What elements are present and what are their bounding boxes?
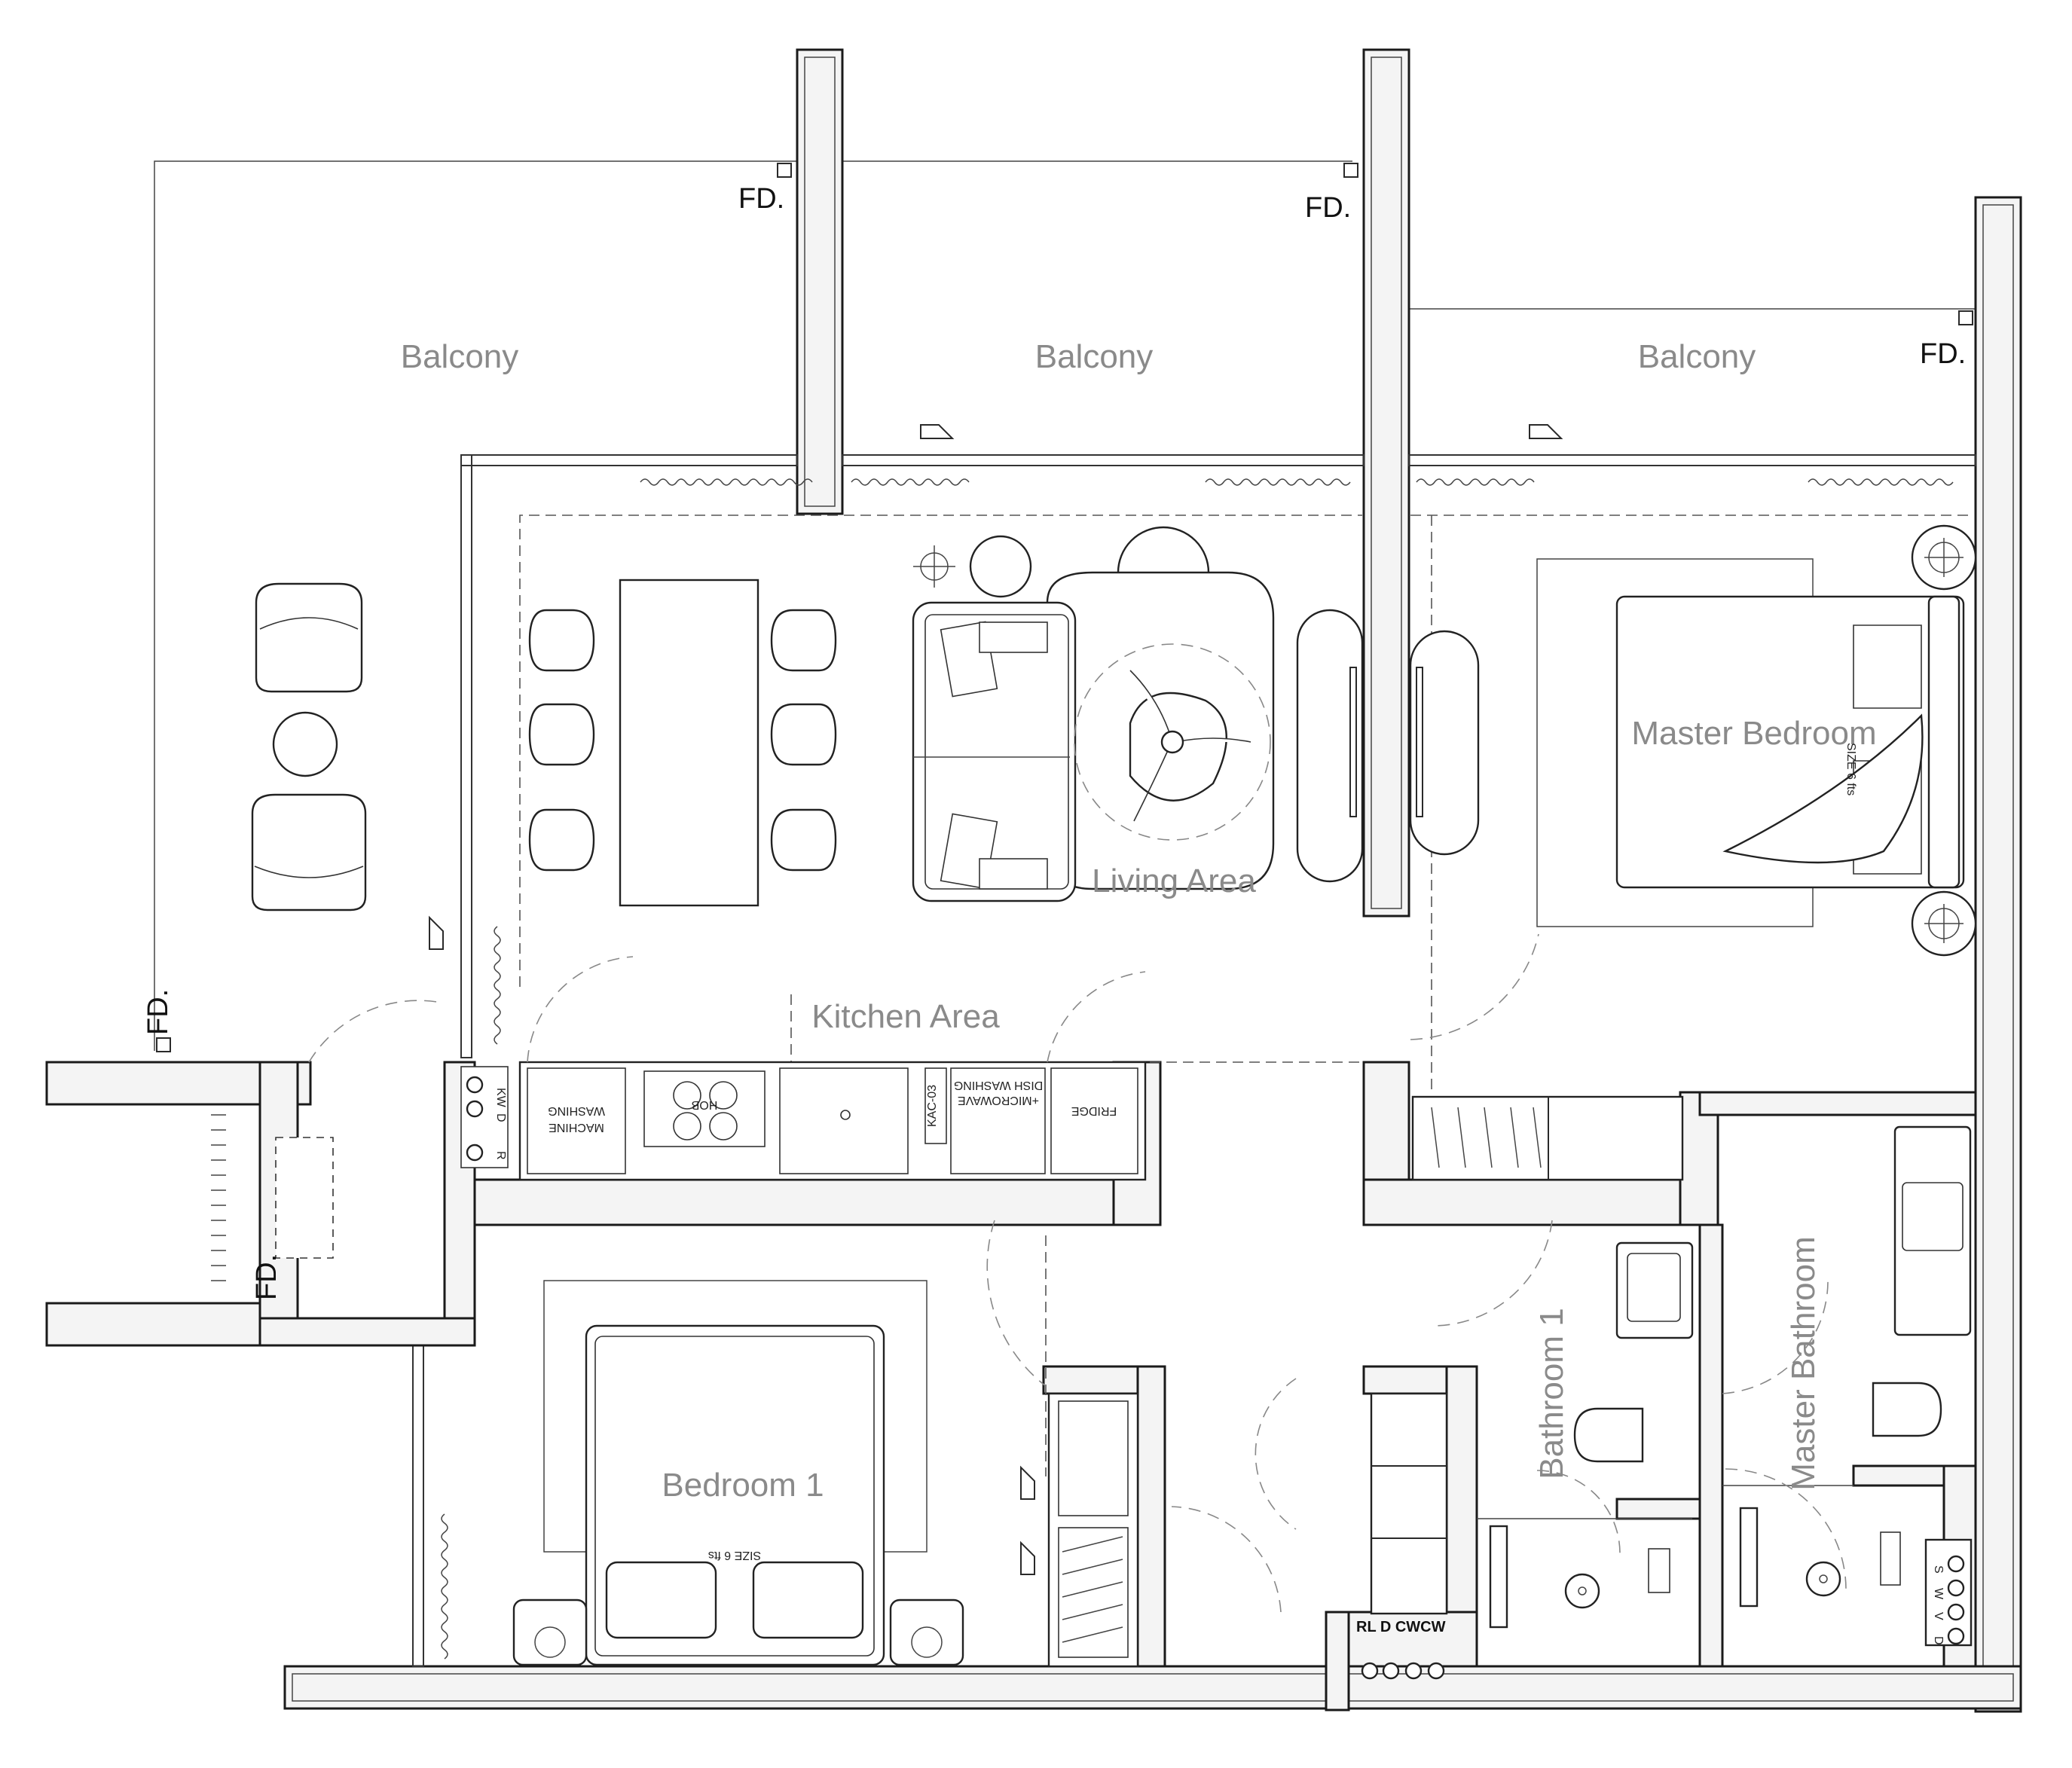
room-label-bathroom1: Bathroom 1 <box>1533 1308 1570 1479</box>
curtains <box>441 478 1954 1660</box>
washing-machine-label: MACHINE <box>549 1121 604 1134</box>
room-label-living: Living Area <box>1092 863 1256 899</box>
shaft-code: RL D CWCW <box>1356 1619 1446 1635</box>
living-furniture <box>912 526 1480 902</box>
util-code: W <box>1932 1588 1945 1600</box>
util-code: V <box>1932 1612 1945 1620</box>
room-label-kitchen: Kitchen Area <box>811 998 1000 1035</box>
bed-size-tag: SIZE 6 fts <box>708 1549 761 1562</box>
toilet-bathroom1 <box>1573 1407 1644 1463</box>
floor-drain-marker <box>1958 310 1973 325</box>
room-label-balcony-mid: Balcony <box>1035 338 1154 375</box>
dining-chair-right <box>770 609 837 872</box>
master-wardrobe <box>1370 1095 1684 1615</box>
kitchen-counter <box>460 1061 1147 1181</box>
room-label-balcony-left: Balcony <box>401 338 519 375</box>
room-label-master-bathroom: Master Bathroom <box>1785 1236 1822 1490</box>
utility-labels: KW D R RL D CWCW S W V D <box>494 1088 1945 1645</box>
bed-size-tags: SIZE 6 fts SIZE 6 fts <box>708 743 1857 1562</box>
fd-label: FD. <box>1305 192 1351 224</box>
util-code: R <box>494 1151 507 1160</box>
room-label-bedroom1: Bedroom 1 <box>662 1467 824 1504</box>
door-swings <box>308 933 1847 1613</box>
floor-drain-labels: FD. FD. FD. FD. FD. <box>142 183 1966 1300</box>
fd-label: FD. <box>738 183 784 215</box>
dining-set <box>528 579 837 907</box>
dining-chair-left <box>528 609 595 872</box>
microwave-label: +MICROWAVE <box>958 1094 1039 1107</box>
room-labels: Balcony Balcony Balcony Living Area Kitc… <box>401 338 1877 1504</box>
washing-machine-label: WASHING <box>548 1104 605 1117</box>
floor-drain-marker <box>1343 163 1358 178</box>
fd-label: FD. <box>1920 338 1966 370</box>
floor-drain-marker <box>777 163 792 178</box>
bedroom1-furniture <box>512 1280 1139 1668</box>
master-bedroom-furniture <box>1536 524 1977 957</box>
shaft-pipes <box>1361 1555 1965 1680</box>
dining-table <box>619 579 759 907</box>
room-label-balcony-right: Balcony <box>1638 338 1756 375</box>
balcony-seating <box>251 582 367 911</box>
util-code: D <box>494 1113 507 1122</box>
util-code: D <box>1932 1636 1945 1645</box>
level-markers <box>429 424 1563 1575</box>
hob-label: HOB <box>692 1098 718 1111</box>
fd-label: FD. <box>251 1254 283 1300</box>
toilet-master <box>1872 1382 1942 1437</box>
kitchen-labels: WASHING MACHINE HOB KAC-03 DISH WASHING … <box>548 1079 1117 1134</box>
util-code: KW <box>494 1088 507 1108</box>
service-balcony <box>211 1076 484 1281</box>
balcony-outlines <box>154 160 1978 1318</box>
kac-label: KAC-03 <box>926 1085 939 1127</box>
bathroom-fixtures <box>1477 1125 1973 1647</box>
bed-size-tag: SIZE 6 fts <box>1844 743 1857 795</box>
fridge-label: FRIDGE <box>1071 1104 1117 1117</box>
dishwasher-label: DISH WASHING <box>954 1079 1044 1092</box>
util-code: S <box>1932 1565 1945 1574</box>
floor-drain-marker <box>156 1037 171 1052</box>
room-label-master-bedroom: Master Bedroom <box>1631 715 1876 752</box>
fd-label: FD. <box>142 989 174 1035</box>
